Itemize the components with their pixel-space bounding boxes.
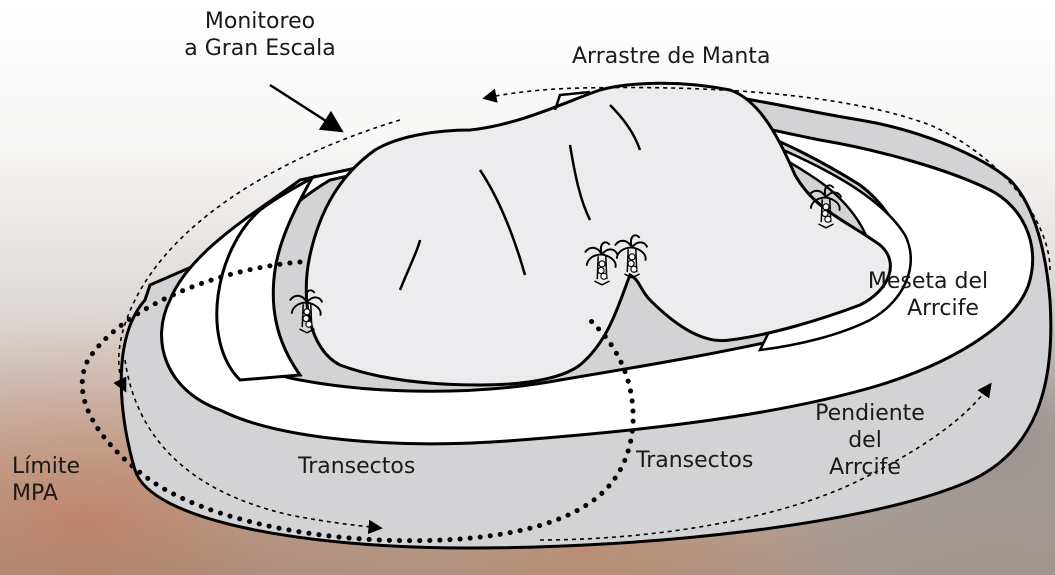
reef-slope-label: Pendiente del Arrcife [780,400,940,481]
reef-flat-label: Meseta del Arrcife [848,268,1008,322]
large-scale-monitoring-label: Monitoreo a Gran Escala [160,8,360,62]
monitoring-arrow [270,85,340,130]
transects-left-label: Transectos [298,453,415,480]
mpa-boundary-label: Límite MPA [12,453,80,507]
transects-right-label: Transectos [636,447,753,474]
manta-tow-label: Arrastre de Manta [572,43,770,70]
